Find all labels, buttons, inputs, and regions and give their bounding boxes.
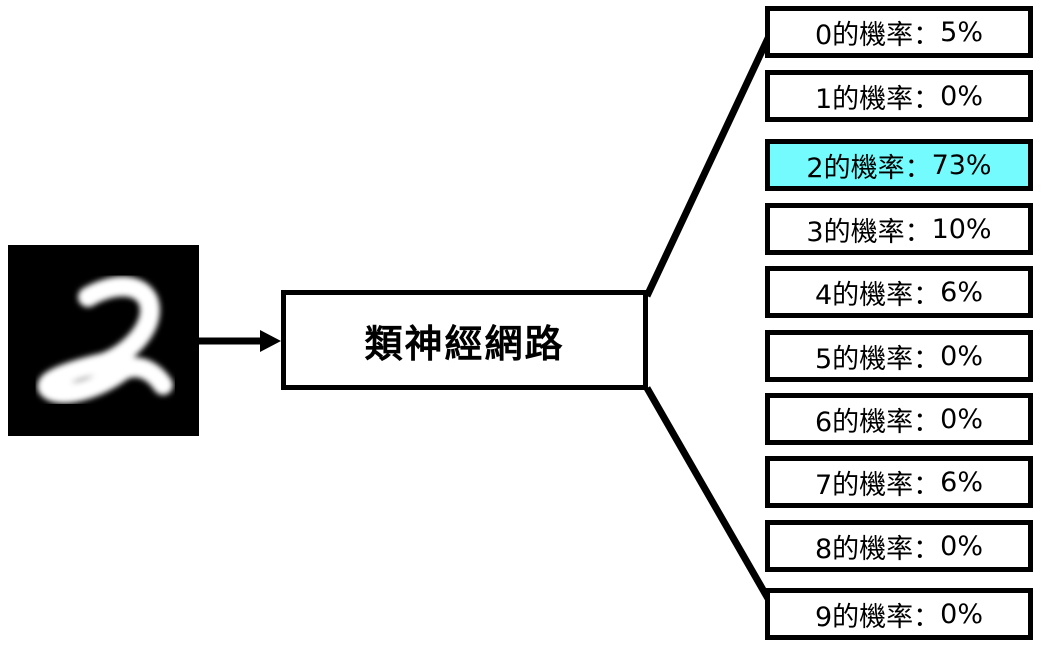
output-probability-box: 6的機率：0%	[765, 393, 1033, 445]
output-label: 8的機率：	[814, 533, 941, 565]
output-value: 6%	[940, 276, 984, 308]
output-value: 0%	[940, 403, 984, 435]
output-label: 5的機率：	[814, 343, 941, 375]
output-label: 2的機率：	[806, 152, 932, 184]
output-probability-box: 7的機率：6%	[765, 456, 1033, 508]
output-value: 0%	[940, 80, 984, 112]
neural-network-label: 類神經網路	[364, 321, 565, 366]
output-probability-box: 4的機率：6%	[765, 266, 1033, 318]
neural-network-box: 類神經網路	[281, 290, 648, 390]
output-probability-box: 9的機率：0%	[765, 588, 1033, 640]
output-label: 9的機率：	[814, 601, 941, 633]
output-label: 3的機率：	[806, 216, 932, 248]
output-label: 4的機率：	[814, 279, 941, 311]
fan-out-bottom-line	[643, 386, 774, 604]
arrow-head-icon	[260, 330, 281, 352]
output-label: 1的機率：	[814, 83, 941, 115]
output-probability-box: 1的機率：0%	[765, 70, 1033, 122]
output-label: 7的機率：	[814, 469, 941, 501]
output-probability-box: 2的機率：73%	[765, 139, 1033, 191]
output-probability-box: 8的機率：0%	[765, 520, 1033, 572]
output-probability-box: 3的機率：10%	[765, 203, 1033, 255]
output-value: 0%	[940, 530, 984, 562]
output-label: 6的機率：	[814, 406, 941, 438]
handwritten-digit-icon	[37, 276, 173, 404]
output-value: 10%	[931, 213, 992, 245]
output-value: 73%	[931, 149, 992, 181]
output-value: 6%	[940, 466, 984, 498]
output-probability-box: 5的機率：0%	[765, 330, 1033, 382]
output-label: 0的機率：	[814, 19, 941, 51]
output-probability-box: 0的機率：5%	[765, 6, 1033, 58]
input-digit-image	[8, 245, 199, 436]
output-value: 0%	[940, 598, 984, 630]
output-value: 0%	[940, 340, 984, 372]
output-value: 5%	[940, 16, 984, 48]
fan-out-top-line	[643, 32, 774, 298]
